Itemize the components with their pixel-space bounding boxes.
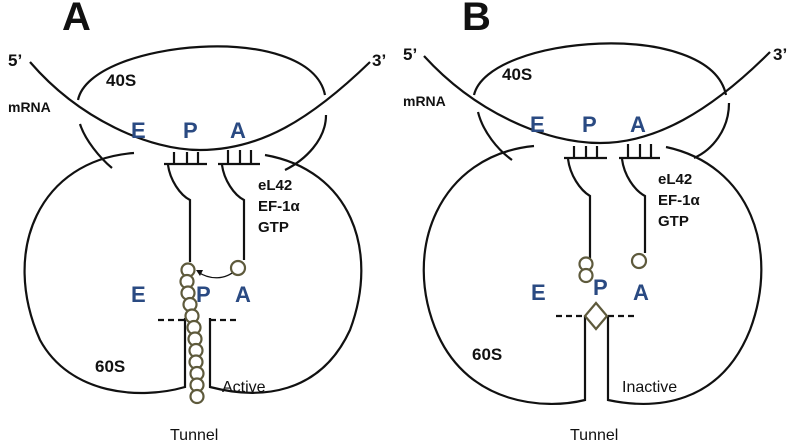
p-site-trna <box>564 146 607 258</box>
p-site-trna <box>164 152 207 262</box>
state-label: Active <box>222 379 266 396</box>
tunnel-blocker-diamond-icon <box>583 301 609 331</box>
factor-label-el42: eL42 <box>658 171 692 188</box>
small-subunit-label: 40S <box>502 65 532 84</box>
large-subunit-right <box>606 145 763 405</box>
top-site-e: E <box>530 112 545 137</box>
nascent-peptide-chain <box>578 256 594 284</box>
small-subunit-outline <box>76 45 327 101</box>
top-site-a: A <box>630 112 646 137</box>
large-subunit-left <box>23 151 187 395</box>
tunnel-label: Tunnel <box>570 427 618 444</box>
small-subunit-lower-left <box>476 111 513 161</box>
factor-label-ef1a: EF-1α <box>658 192 701 209</box>
three-prime-label: 3’ <box>773 45 787 64</box>
mrna-label: mRNA <box>8 99 51 115</box>
bottom-site-a: A <box>633 280 649 305</box>
mrna-strand <box>423 51 771 145</box>
small-subunit-outline <box>472 42 728 96</box>
five-prime-label: 5’ <box>403 45 417 64</box>
three-prime-label: 3’ <box>372 51 386 70</box>
bottom-site-p: P <box>196 282 211 307</box>
small-subunit-lower-right <box>284 114 328 171</box>
aminoacyl-bead <box>229 259 247 277</box>
mrna-strand <box>29 61 371 152</box>
arrowhead-icon <box>196 270 203 276</box>
a-site-trna <box>619 144 660 253</box>
bottom-site-p: P <box>593 275 608 300</box>
factor-label-el42: eL42 <box>258 177 292 194</box>
five-prime-label: 5’ <box>8 51 22 70</box>
panel-letter: A <box>62 0 91 39</box>
factor-label-gtp: GTP <box>258 219 289 236</box>
factor-label-ef1a: EF-1α <box>258 198 301 215</box>
top-site-p: P <box>582 112 597 137</box>
top-site-e: E <box>131 118 146 143</box>
a-site-trna <box>218 150 260 260</box>
mrna-label: mRNA <box>403 93 446 109</box>
peptide-transfer-arrow <box>197 269 237 279</box>
large-subunit-right <box>208 153 363 394</box>
top-site-p: P <box>183 118 198 143</box>
panel-b: B 5’ 3’ mRNA 40S E P A 60S eL42 EF- <box>403 0 787 444</box>
amino-acid-bead <box>578 267 594 284</box>
large-subunit-label: 60S <box>472 345 502 364</box>
tunnel-label: Tunnel <box>170 427 218 444</box>
nascent-peptide-chain <box>179 262 205 405</box>
large-subunit-label: 60S <box>95 357 125 376</box>
aminoacyl-bead <box>630 252 648 270</box>
top-site-a: A <box>230 118 246 143</box>
small-subunit-lower-right <box>693 102 731 160</box>
large-subunit-left <box>422 144 587 405</box>
state-label: Inactive <box>622 379 677 396</box>
factor-label-gtp: GTP <box>658 213 689 230</box>
bottom-site-e: E <box>131 282 146 307</box>
small-subunit-lower-left <box>78 123 113 169</box>
bottom-site-e: E <box>531 280 546 305</box>
bottom-site-a: A <box>235 282 251 307</box>
amino-acid-bead <box>189 388 205 405</box>
panel-letter: B <box>462 0 491 39</box>
small-subunit-label: 40S <box>106 71 136 90</box>
panel-a: A 5’ 3’ mRNA 40S E P A 60S <box>8 0 386 444</box>
